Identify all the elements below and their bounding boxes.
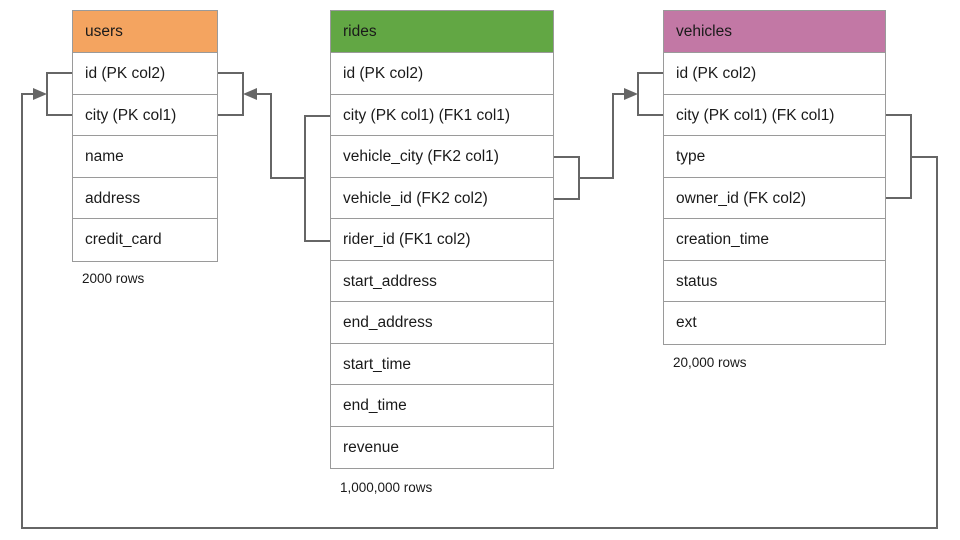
rides-right-bracket-fk2	[554, 156, 580, 200]
table-rides-column-start-address[interactable]: start_address	[331, 261, 553, 302]
table-users-column-id[interactable]: id (PK col2)	[73, 53, 217, 95]
link-rides-fk2-to-vehicles	[579, 88, 638, 179]
table-rides-header: rides	[331, 11, 553, 53]
table-vehicles-column-id[interactable]: id (PK col2)	[664, 53, 885, 95]
table-vehicles[interactable]: vehicles id (PK col2) city (PK col1) (FK…	[663, 10, 886, 345]
table-users-column-name[interactable]: name	[73, 136, 217, 178]
table-users-column-credit-card[interactable]: credit_card	[85, 231, 162, 248]
table-rides-column-start-time[interactable]: start_time	[331, 344, 553, 385]
table-rides-column-id[interactable]: id (PK col2)	[331, 53, 553, 95]
table-vehicles-column-city[interactable]: city (PK col1) (FK col1)	[664, 95, 885, 136]
table-vehicles-column-owner-id[interactable]: owner_id (FK col2)	[664, 178, 885, 219]
vehicles-right-bracket	[886, 114, 912, 199]
users-left-bracket	[46, 72, 72, 116]
table-rides-column-end-address[interactable]: end_address	[331, 302, 553, 344]
table-vehicles-header: vehicles	[664, 11, 885, 53]
users-right-bracket	[218, 72, 244, 116]
table-rides[interactable]: rides id (PK col2) city (PK col1) (FK1 c…	[330, 10, 554, 469]
table-vehicles-column-ext[interactable]: ext	[676, 314, 697, 331]
table-vehicles-column-type[interactable]: type	[664, 136, 885, 178]
link-rides-fk1-to-users	[243, 88, 305, 179]
table-vehicles-column-creation-time[interactable]: creation_time	[664, 219, 885, 261]
table-users-row-count: 2000 rows	[82, 271, 145, 286]
table-rides-column-revenue[interactable]: revenue	[343, 438, 400, 456]
table-rides-column-rider-id[interactable]: rider_id (FK1 col2)	[331, 219, 553, 261]
rides-left-bracket-fk1	[304, 115, 330, 242]
table-users-column-address[interactable]: address	[73, 178, 217, 219]
table-users-column-city[interactable]: city (PK col1)	[73, 95, 217, 136]
table-rides-column-end-time[interactable]: end_time	[331, 385, 553, 427]
table-vehicles-column-status[interactable]: status	[664, 261, 885, 302]
table-users-header: users	[73, 11, 217, 53]
table-rides-column-vehicle-id[interactable]: vehicle_id (FK2 col2)	[331, 178, 553, 219]
link-vehicles-fk-to-users	[21, 88, 938, 529]
table-users[interactable]: users id (PK col2) city (PK col1) name a…	[72, 10, 218, 262]
table-rides-column-city[interactable]: city (PK col1) (FK1 col1)	[331, 95, 553, 136]
vehicles-left-bracket	[637, 72, 663, 116]
table-rides-row-count: 1,000,000 rows	[340, 480, 433, 495]
table-rides-column-vehicle-city[interactable]: vehicle_city (FK2 col1)	[331, 136, 553, 178]
table-vehicles-row-count: 20,000 rows	[673, 355, 747, 370]
